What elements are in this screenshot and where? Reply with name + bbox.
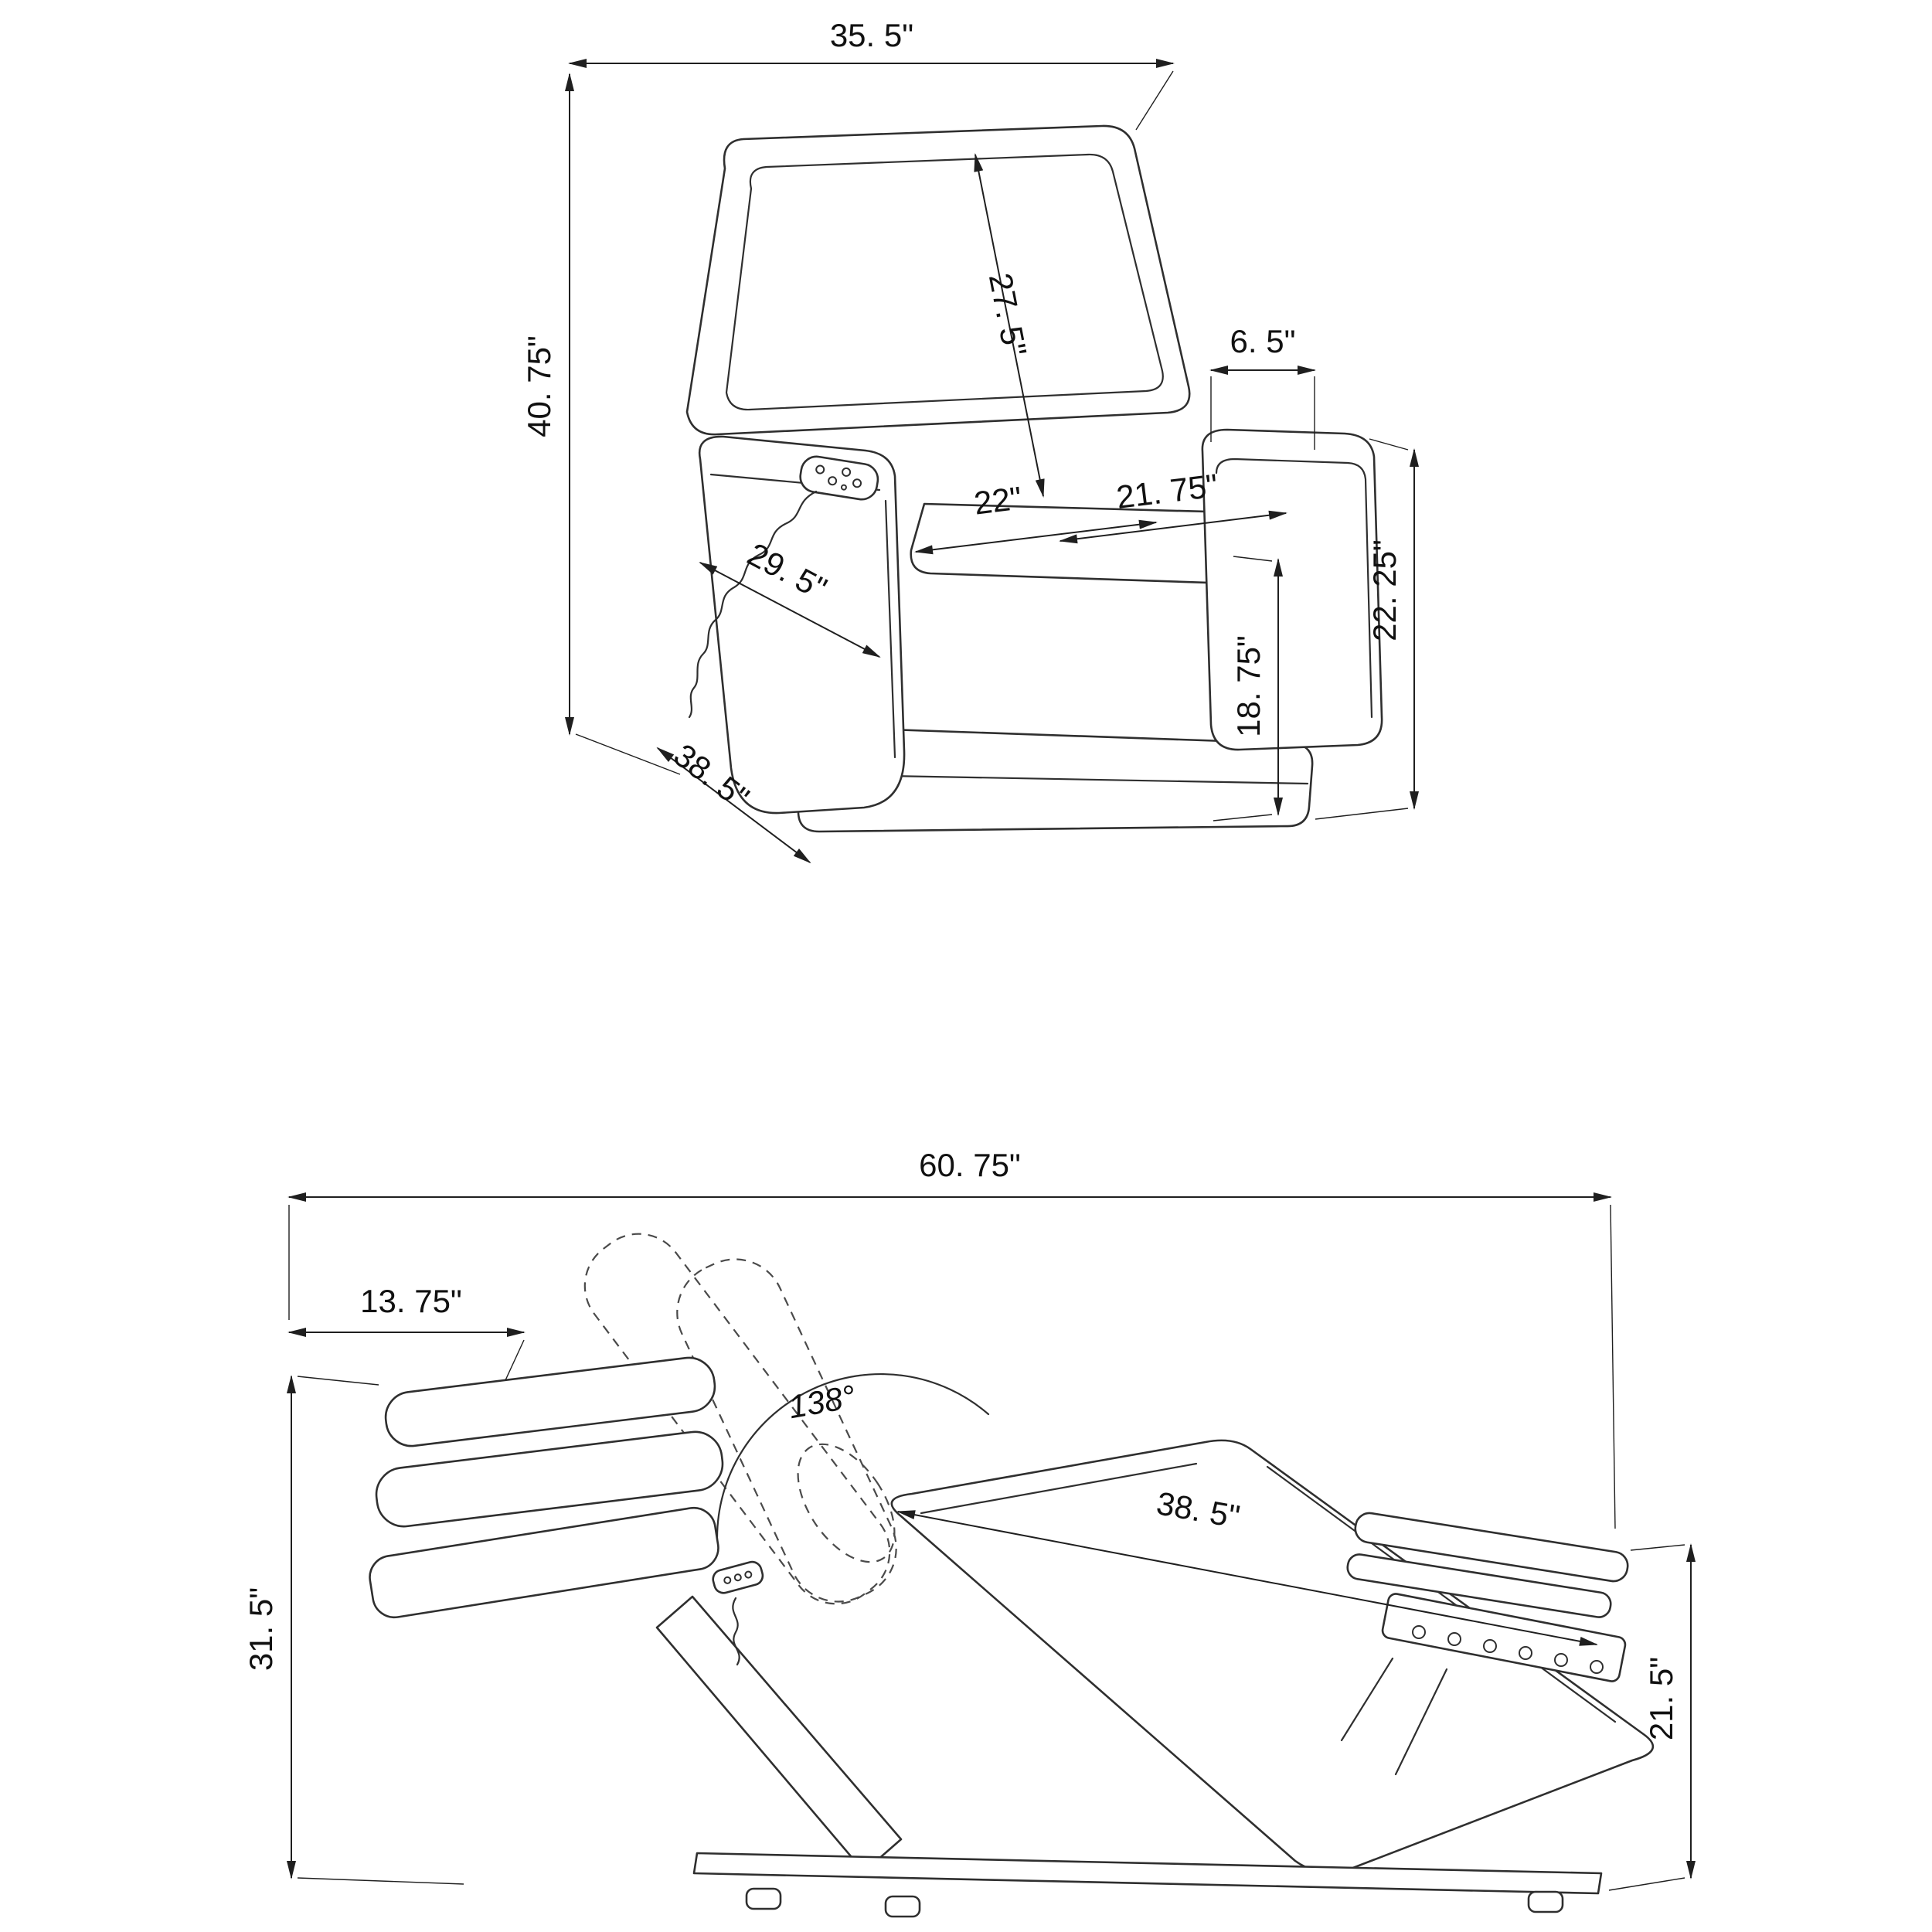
dim-extension-line (1315, 808, 1409, 820)
backrest-outline (685, 124, 1191, 436)
remote-button (840, 484, 847, 491)
linkage-hole (1483, 1639, 1497, 1653)
dim-arm-height-label: 22. 25" (1366, 539, 1403, 641)
dim-seat-width: 22" (914, 480, 1158, 555)
dim-extension-line (1213, 814, 1273, 821)
base-foot (1527, 1890, 1564, 1913)
dim-line (656, 747, 811, 864)
base-foot (745, 1887, 782, 1910)
base-foot (884, 1895, 921, 1918)
linkage-hole (1590, 1660, 1604, 1674)
dim-seat-height-label: 18. 75" (1230, 635, 1267, 737)
backrest-inner-seam (725, 153, 1164, 411)
dim-reclined-height: 31. 5" (243, 1375, 464, 1885)
reclined-chair-drawing (369, 1233, 1654, 1918)
dim-reclined-height-label: 31. 5" (243, 1587, 279, 1671)
remote-button (744, 1570, 753, 1579)
dim-line (699, 562, 881, 658)
remote-button (828, 476, 838, 486)
dim-wall-clearance-label: 13. 75" (360, 1283, 462, 1319)
remote-cable-reclined (732, 1597, 740, 1666)
reclined-back-cushion-bottom (375, 1430, 724, 1528)
reclined-view: 60. 75" 13. 75" 31. 5" 21. 5" 38. 5" 138… (243, 1147, 1696, 1918)
dim-extension-line (1369, 438, 1409, 451)
backrest-ghost-2 (676, 1258, 897, 1603)
linkage-bar (1340, 1657, 1448, 1776)
linkage-hole (1447, 1632, 1461, 1646)
dim-wall-clearance: 13. 75" (287, 1283, 526, 1381)
dim-seat-width-label: 22" (972, 480, 1024, 522)
dim-overall-width-label: 35. 5" (830, 17, 913, 53)
dim-overall-height: 40. 75" (521, 73, 681, 775)
dim-footrest-height: 21. 5" (1608, 1543, 1696, 1891)
right-arm-seam (1215, 457, 1373, 719)
recline-angle-arc (716, 1372, 990, 1541)
remote-button (842, 467, 852, 477)
dim-extension-line (1610, 1204, 1616, 1529)
dim-extension-line (297, 1877, 464, 1885)
remote-button (815, 464, 825, 474)
remote-button (733, 1573, 742, 1582)
dim-footrest-height-label: 21. 5" (1643, 1657, 1679, 1740)
dim-recline-angle-label: 138° (786, 1378, 859, 1425)
remote-control (799, 455, 879, 501)
dim-recline-angle: 138° (786, 1378, 859, 1425)
dim-overall-width: 35. 5" (568, 17, 1175, 131)
dim-arm-width-label: 6. 5" (1230, 323, 1296, 359)
remote-button (852, 478, 862, 488)
right-arm-outline (1201, 428, 1383, 751)
dim-extension-line (575, 733, 681, 775)
base-assembly (692, 1852, 1603, 1918)
remote-button (723, 1576, 732, 1584)
dim-arm-height: 22. 25" (1315, 438, 1419, 820)
dim-extension-line (1630, 1544, 1685, 1551)
linkage-hole (1554, 1653, 1568, 1667)
dim-extension-line (1135, 70, 1174, 131)
dim-seat-height: 18. 75" (1213, 556, 1283, 821)
dim-line (974, 153, 1045, 498)
dim-line (896, 1510, 1598, 1646)
arm-support-strut (655, 1595, 903, 1873)
dim-extension-line (297, 1376, 379, 1386)
base-rail (692, 1852, 1603, 1895)
dim-extension-line (1233, 556, 1273, 562)
linkage-hole (1412, 1625, 1426, 1639)
dim-extension-line (505, 1339, 525, 1381)
dim-reclined-length-label: 60. 75" (919, 1147, 1021, 1183)
dim-extension-line (1608, 1877, 1685, 1891)
dim-arm-width: 6. 5" (1209, 323, 1316, 450)
reclined-back-cushion-top (384, 1356, 716, 1447)
linkage-hole (1519, 1646, 1532, 1660)
dim-overall-height-label: 40. 75" (521, 335, 557, 437)
headrest-ghost (797, 1443, 896, 1563)
remote-control-reclined (712, 1560, 764, 1594)
upright-view: 35. 5" 40. 75" 27. 5" 6. 5" 22" 21. 75" (521, 17, 1419, 864)
dim-line (1059, 510, 1287, 544)
dim-reclined-length: 60. 75" (287, 1147, 1616, 1529)
